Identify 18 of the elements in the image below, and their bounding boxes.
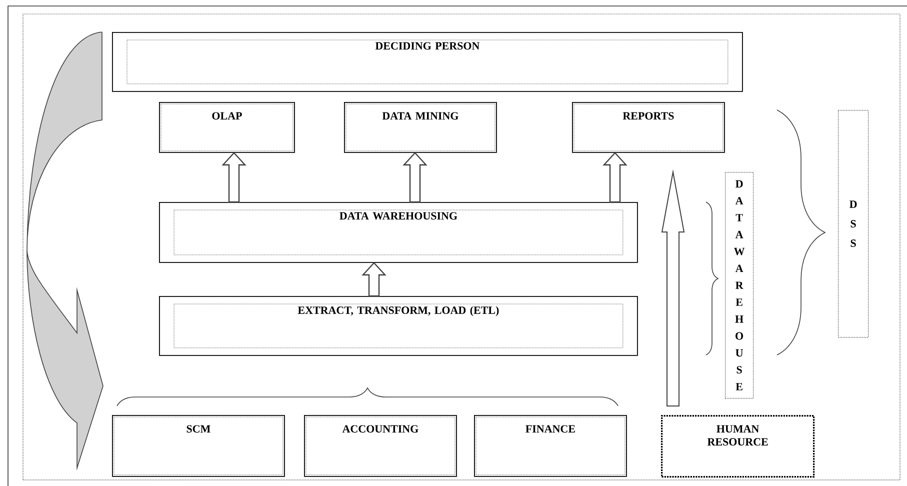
process-box: DATA WAREHOUSING	[159, 202, 638, 263]
process-box: EXTRACT, TRANSFORM, LOAD (ETL)	[159, 296, 638, 356]
process-box: REPORTS	[572, 102, 725, 153]
vertical-label-box: D S S	[838, 110, 869, 338]
arrow	[602, 152, 628, 203]
process-box: HUMAN RESOURCE	[661, 414, 815, 478]
process-box: DATA MINING	[344, 102, 497, 153]
process-box: SCM	[112, 414, 285, 477]
arrow	[222, 152, 246, 203]
process-box: ACCOUNTING	[304, 414, 457, 477]
arrow	[362, 262, 386, 297]
arrow	[661, 169, 685, 406]
curved-arrow	[26, 32, 104, 468]
arrow	[402, 152, 428, 203]
process-box: OLAP	[159, 102, 295, 153]
process-box: DECIDING PERSON	[112, 32, 743, 92]
process-box: FINANCE	[474, 414, 627, 477]
vertical-label-box: D A T A W A R E H O U S E	[725, 172, 754, 399]
